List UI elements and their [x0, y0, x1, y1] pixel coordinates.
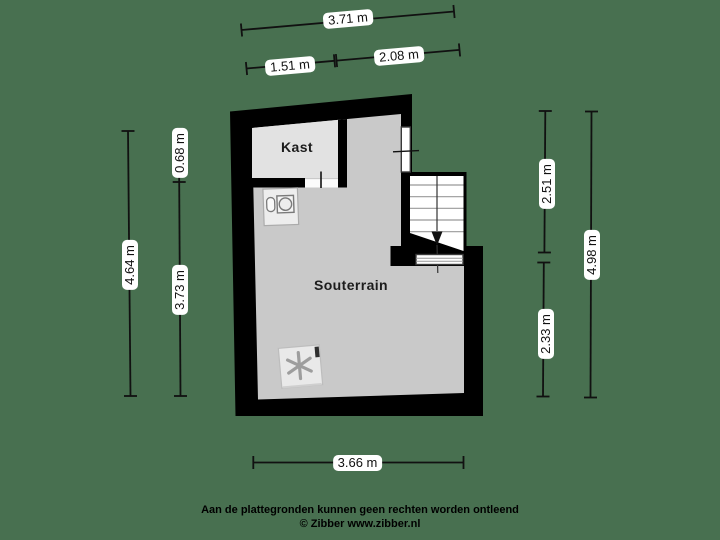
kast-divider-wall — [338, 119, 347, 188]
door-opening — [305, 171, 338, 188]
dim-label-bottom-total: 3.66 m — [332, 454, 383, 471]
dim-label-right-upper: 2.51 m — [539, 158, 555, 209]
window-upper — [392, 126, 420, 173]
freezer-snowflake-icon — [277, 344, 324, 389]
room-label-kast: Kast — [281, 138, 313, 155]
snowflake-glyph — [285, 351, 313, 381]
dim-label-left-room: 3.73 m — [172, 265, 188, 315]
footer-disclaimer: Aan de plattegronden kunnen geen rechten… — [201, 504, 519, 516]
footer-copyright: © Zibber www.zibber.nl — [299, 517, 421, 530]
dim-label-right-total: 4.98 m — [583, 230, 600, 280]
dim-label-right-lower: 2.33 m — [538, 308, 554, 359]
room-label-souterrain: Souterrain — [313, 276, 389, 293]
kast-bottom-wall — [252, 178, 305, 188]
dim-label-left-kast: 0.68 m — [171, 127, 188, 178]
kast-floor — [252, 119, 338, 179]
dim-label-left-total: 4.64 m — [121, 240, 138, 290]
footer: Aan de plattegronden kunnen geen rechten… — [0, 504, 720, 531]
staircase — [410, 176, 464, 274]
stair-direction-arrow — [431, 231, 443, 246]
window-lower — [415, 253, 464, 266]
washing-machine-icon — [262, 187, 300, 227]
